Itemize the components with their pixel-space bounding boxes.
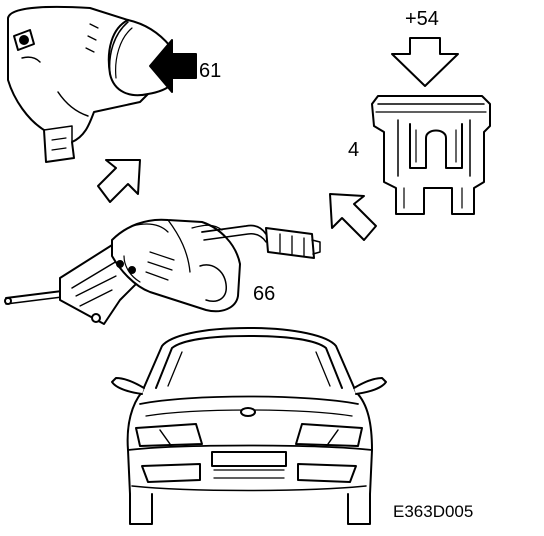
hollow-block-arrow-icon xyxy=(97,159,141,203)
car-front xyxy=(111,327,387,525)
stalk-switch xyxy=(7,5,173,163)
fuse xyxy=(371,95,491,215)
fuse-voltage-label: +54 xyxy=(405,8,439,30)
fuse-number-label: 4 xyxy=(348,139,360,161)
hollow-block-arrow-icon xyxy=(391,37,459,87)
block-arrow-icon xyxy=(149,39,197,93)
switch-callout-label: 61 xyxy=(199,60,222,82)
actuator-callout-label: 66 xyxy=(253,283,276,305)
figure-code: E363D005 xyxy=(393,502,474,521)
actuator-assembly xyxy=(4,218,321,325)
hollow-block-arrow-icon xyxy=(329,193,377,241)
